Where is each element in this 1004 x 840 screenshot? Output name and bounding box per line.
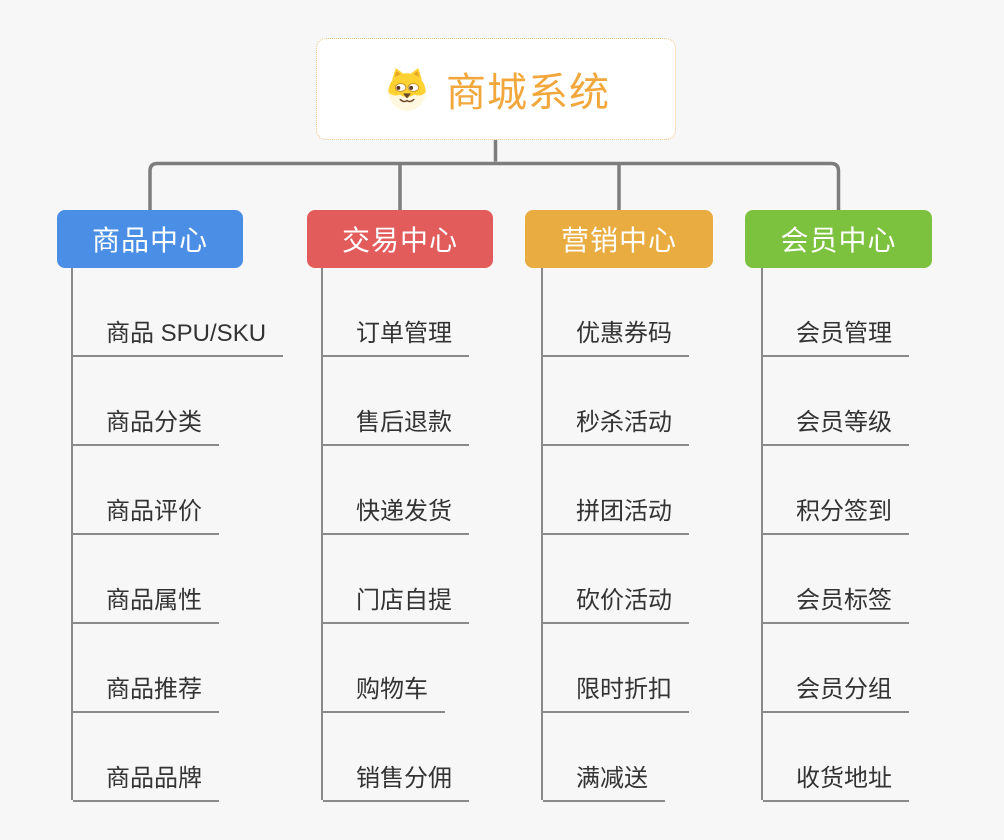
- leaf-node[interactable]: 会员管理: [763, 318, 909, 357]
- leaf-node[interactable]: 门店自提: [323, 585, 469, 624]
- branch-product-center[interactable]: 商品中心: [57, 210, 243, 268]
- branch-trade-center[interactable]: 交易中心: [307, 210, 493, 268]
- leaf-node[interactable]: 满减送: [543, 763, 665, 802]
- leaf-node[interactable]: 会员分组: [763, 674, 909, 713]
- root-node[interactable]: 商城系统: [316, 38, 676, 140]
- leaf-node[interactable]: 会员标签: [763, 585, 909, 624]
- leaf-node[interactable]: 快递发货: [323, 496, 469, 535]
- leaf-node[interactable]: 拼团活动: [543, 496, 689, 535]
- branch-marketing-children: 优惠券码 秒杀活动 拼团活动 砍价活动 限时折扣 满减送: [541, 268, 783, 802]
- branch-member-children: 会员管理 会员等级 积分签到 会员标签 会员分组 收货地址: [761, 268, 1003, 802]
- leaf-node[interactable]: 购物车: [323, 674, 445, 713]
- branch-trade-children: 订单管理 售后退款 快递发货 门店自提 购物车 销售分佣: [321, 268, 563, 802]
- leaf-node[interactable]: 秒杀活动: [543, 407, 689, 446]
- branch-product-children: 商品 SPU/SKU 商品分类 商品评价 商品属性 商品推荐 商品品牌: [71, 268, 313, 802]
- leaf-node[interactable]: 商品推荐: [73, 674, 219, 713]
- branch-label: 交易中心: [341, 225, 458, 256]
- leaf-node[interactable]: 商品 SPU/SKU: [73, 318, 284, 357]
- leaf-node[interactable]: 商品属性: [73, 585, 219, 624]
- leaf-node[interactable]: 积分签到: [763, 496, 909, 535]
- leaf-node[interactable]: 收货地址: [763, 763, 909, 802]
- leaf-node[interactable]: 砍价活动: [543, 585, 689, 624]
- leaf-node[interactable]: 会员等级: [763, 407, 909, 446]
- leaf-node[interactable]: 订单管理: [323, 318, 469, 357]
- branch-label: 会员中心: [780, 225, 897, 256]
- branch-label: 商品中心: [91, 225, 208, 256]
- branch-member-center[interactable]: 会员中心: [745, 210, 932, 268]
- leaf-node[interactable]: 售后退款: [323, 407, 469, 446]
- branch-marketing-center[interactable]: 营销中心: [525, 210, 713, 268]
- leaf-node[interactable]: 商品评价: [73, 496, 219, 535]
- doge-icon: [388, 68, 426, 111]
- leaf-node[interactable]: 商品分类: [73, 407, 219, 446]
- leaf-node[interactable]: 限时折扣: [543, 674, 689, 713]
- branch-label: 营销中心: [560, 225, 677, 256]
- leaf-node[interactable]: 销售分佣: [323, 763, 469, 802]
- leaf-node[interactable]: 商品品牌: [73, 763, 219, 802]
- leaf-node[interactable]: 优惠券码: [543, 318, 689, 357]
- root-title: 商城系统: [446, 71, 610, 115]
